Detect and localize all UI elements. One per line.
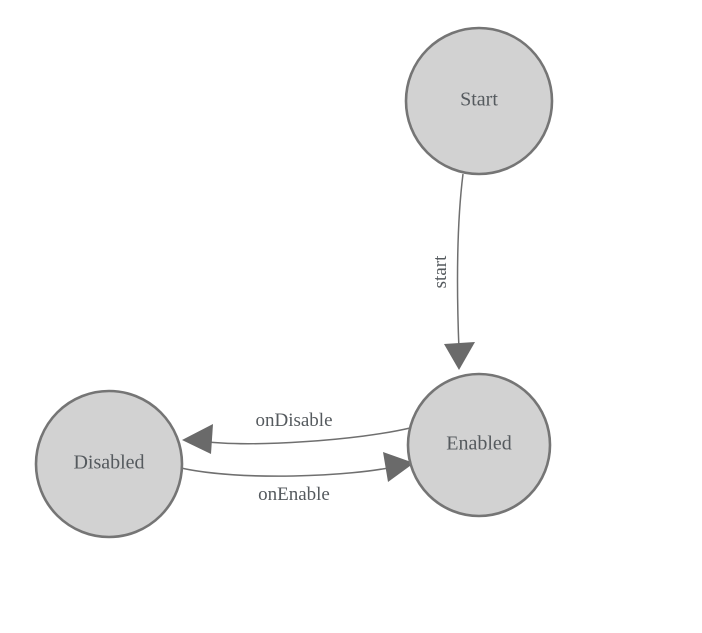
arrowhead-down-icon [444, 342, 475, 370]
edge-enabled-to-disabled-path [199, 427, 411, 445]
edge-label-ondisable: onDisable [255, 410, 332, 431]
edge-start-to-enabled-path [456, 173, 464, 351]
state-node-start-label: Start [460, 89, 498, 111]
arrowhead-left-icon [182, 424, 213, 454]
state-node-enabled[interactable]: Enabled [406, 372, 552, 518]
state-node-disabled[interactable]: Disabled [34, 389, 184, 539]
edge-enabled-to-disabled[interactable]: onDisable [182, 410, 411, 454]
state-node-enabled-circle [406, 372, 552, 518]
edge-label-start: start [430, 255, 451, 288]
state-node-disabled-circle [34, 389, 184, 539]
state-node-enabled-label: Enabled [446, 433, 512, 455]
state-node-start[interactable]: Start [404, 26, 554, 176]
edge-disabled-to-enabled[interactable]: onEnable [180, 452, 414, 505]
state-node-disabled-label: Disabled [73, 452, 144, 474]
arrowhead-right-icon [383, 452, 414, 482]
edge-label-onenable: onEnable [258, 484, 330, 505]
state-node-start-circle [404, 26, 554, 176]
edge-disabled-to-enabled-path [180, 465, 399, 477]
edge-start-to-enabled[interactable]: start [430, 173, 475, 370]
